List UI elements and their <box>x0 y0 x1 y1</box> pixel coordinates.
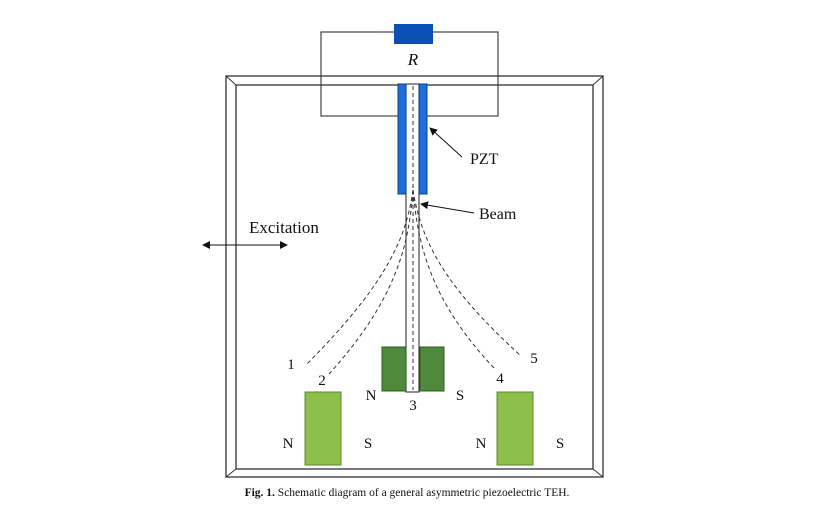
pzt-label: PZT <box>470 151 499 168</box>
left-magnet <box>304 391 342 466</box>
resistor-label: R <box>407 50 419 69</box>
center-magnet-left <box>381 346 407 392</box>
right-magnet <box>496 391 534 466</box>
frame-corner-br <box>592 468 604 478</box>
center-magnet-south: S <box>456 388 464 404</box>
trajectory-1 <box>306 189 414 365</box>
resistor <box>394 24 433 44</box>
pzt-layer-right <box>418 83 428 195</box>
position-label-1: 1 <box>287 357 295 373</box>
trajectory-4 <box>412 189 495 369</box>
center-magnet-right <box>419 346 445 392</box>
trajectory-2 <box>328 189 414 375</box>
position-label-5: 5 <box>530 351 538 367</box>
left-magnet-south: S <box>364 436 372 452</box>
frame-corner-tr <box>592 75 604 86</box>
beam <box>405 83 420 393</box>
frame-outer <box>225 75 604 478</box>
figure-caption-text: Schematic diagram of a general asymmetri… <box>277 487 570 499</box>
position-label-3: 3 <box>409 398 417 414</box>
pzt-arrow <box>429 127 463 158</box>
center-magnet-north: N <box>366 388 377 404</box>
figure-label: Fig. 1. <box>244 487 275 499</box>
right-magnet-south: S <box>556 436 564 452</box>
pzt-layer-left <box>397 83 407 195</box>
left-magnet-north: N <box>283 436 294 452</box>
trajectory-5 <box>412 189 522 357</box>
right-magnet-north: N <box>476 436 487 452</box>
frame-corner-tl <box>225 75 237 86</box>
figure-caption: Fig. 1. Schematic diagram of a general a… <box>0 487 814 499</box>
beam-label: Beam <box>479 206 517 223</box>
excitation-label: Excitation <box>249 218 319 237</box>
frame-corner-bl <box>225 468 237 478</box>
beam-arrow <box>420 201 475 214</box>
position-label-2: 2 <box>318 373 326 389</box>
position-label-4: 4 <box>496 371 504 387</box>
